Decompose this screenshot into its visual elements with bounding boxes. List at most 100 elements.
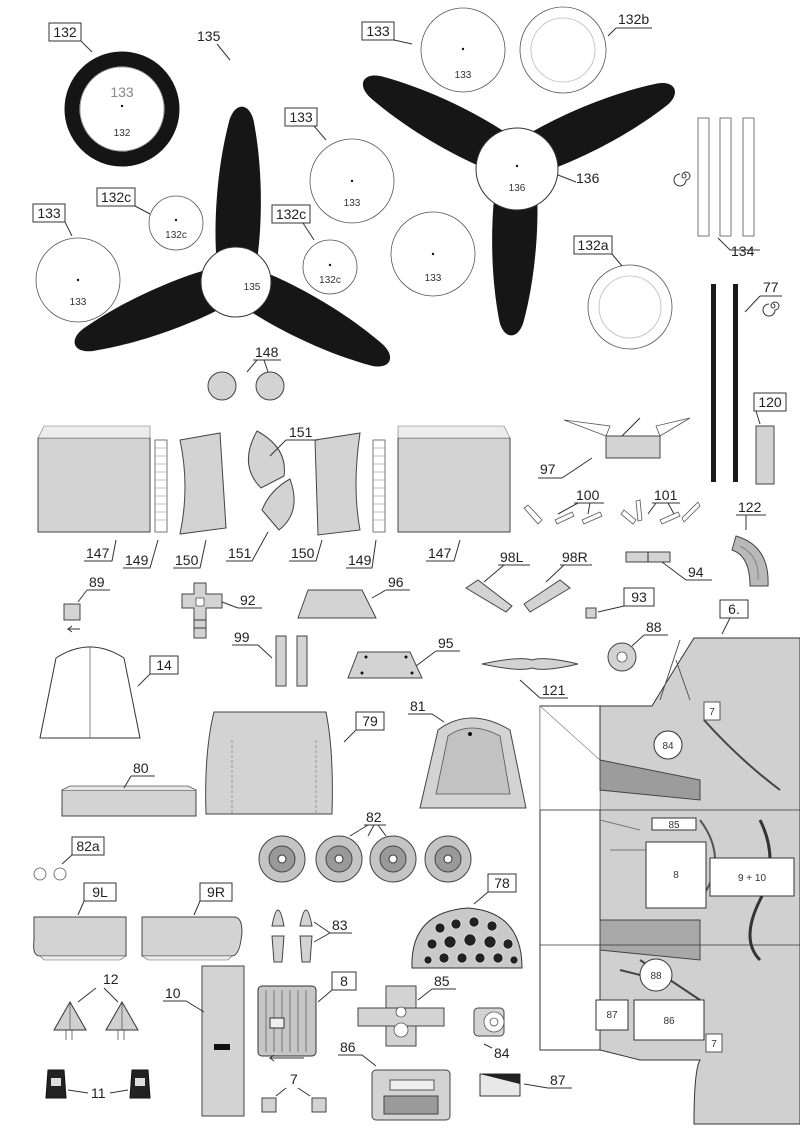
part-number-label: 121 bbox=[542, 682, 566, 698]
part-number-label: 8 bbox=[673, 870, 679, 881]
part-number-label: 132c bbox=[165, 230, 187, 241]
part-number-label: 99 bbox=[234, 629, 250, 645]
part-122: 122 bbox=[731, 499, 769, 587]
part-7: 7 bbox=[261, 1071, 327, 1113]
part-number-label: 92 bbox=[240, 592, 256, 608]
part-number-label: 133 bbox=[37, 205, 61, 221]
part-6-fuselage-interior: 6. 7 84 85 8 9 + 10 88 87 86 7 bbox=[539, 599, 800, 1125]
part-number-label: 83 bbox=[332, 917, 348, 933]
part-number-label: 133 bbox=[455, 70, 472, 81]
disc-132c-left: 132c bbox=[148, 195, 204, 251]
part-92: 92 bbox=[181, 582, 262, 639]
part-151-top bbox=[247, 430, 285, 489]
callout-132c-left: 132c bbox=[96, 187, 151, 215]
part-number-label: 133 bbox=[425, 273, 442, 284]
part-number-label: 134 bbox=[731, 243, 755, 259]
part-number-label: 135 bbox=[197, 28, 221, 44]
part-94: 94 bbox=[625, 551, 712, 581]
disc-132a bbox=[587, 264, 673, 350]
part-number-label: 151 bbox=[289, 424, 313, 440]
part-number-label: 122 bbox=[738, 499, 762, 515]
part-number-label: 150 bbox=[291, 545, 315, 561]
part-11: 11 bbox=[45, 1069, 151, 1101]
part-number-label: 82a bbox=[76, 838, 100, 854]
part-number-label: 120 bbox=[758, 394, 782, 410]
strips-134 bbox=[673, 117, 755, 237]
part-149-right bbox=[372, 439, 386, 533]
part-number-label: 94 bbox=[688, 564, 704, 580]
part-14: 14 bbox=[39, 646, 179, 739]
part-98R: 98R bbox=[523, 549, 592, 613]
part-100: 100 bbox=[523, 487, 604, 525]
part-96: 96 bbox=[297, 574, 410, 619]
part-8: 8 bbox=[257, 971, 357, 1062]
part-87: 87 bbox=[479, 1072, 572, 1097]
part-98L: 98L bbox=[465, 549, 530, 613]
part-151-bottom bbox=[261, 478, 295, 531]
hub-label: 136 bbox=[509, 183, 526, 194]
part-number-label: 133 bbox=[289, 109, 313, 125]
strips-77 bbox=[711, 284, 780, 482]
part-number-label: 87 bbox=[550, 1072, 566, 1088]
part-number-label: 11 bbox=[91, 1085, 106, 1101]
part-number-label: 100 bbox=[576, 487, 600, 503]
part-number-label: 147 bbox=[86, 545, 110, 561]
part-150-right bbox=[314, 432, 361, 536]
disc-label: 132 bbox=[114, 128, 131, 139]
part-number-label: 132b bbox=[618, 11, 649, 27]
part-number-label: 84 bbox=[494, 1045, 510, 1061]
callout-132b: 132b bbox=[607, 11, 652, 37]
part-number-label: 81 bbox=[410, 698, 426, 714]
part-89: 89 bbox=[63, 574, 110, 633]
part-number-label: 79 bbox=[362, 713, 378, 729]
part-148: 148 bbox=[207, 344, 285, 401]
part-number-label: 10 bbox=[165, 985, 181, 1001]
part-number-label: 133 bbox=[70, 297, 87, 308]
part-9L: 9L bbox=[33, 882, 127, 961]
part-number-label: 101 bbox=[654, 487, 678, 503]
part-number-label: 14 bbox=[156, 657, 172, 673]
part-number-label: 88 bbox=[646, 619, 662, 635]
part-number-label: 132a bbox=[577, 237, 608, 253]
part-number-label: 85 bbox=[434, 973, 450, 989]
part-101: 101 bbox=[620, 487, 701, 525]
callout-133-top: 133 bbox=[361, 21, 413, 45]
part-number-label: 9L bbox=[92, 884, 108, 900]
part-number-label: 133 bbox=[366, 23, 390, 39]
callout-132c-right: 132c bbox=[271, 204, 315, 241]
part-number-label: 12 bbox=[103, 971, 119, 987]
wheels-82: 82 bbox=[258, 809, 472, 883]
part-number-label: 149 bbox=[125, 552, 149, 568]
part-number-label: 132c bbox=[319, 275, 341, 286]
disc-133-left: 133 bbox=[35, 237, 121, 323]
part-84: 84 bbox=[473, 1007, 510, 1061]
part-number-label: 7 bbox=[290, 1071, 298, 1087]
part-number-label: 78 bbox=[494, 875, 510, 891]
part-number-label: 132c bbox=[101, 189, 131, 205]
part-85: 85 bbox=[357, 973, 456, 1047]
callout-136: 136 bbox=[557, 170, 600, 186]
propeller-135: 135 bbox=[66, 105, 400, 382]
hub-label: 135 bbox=[244, 282, 261, 293]
part-88: 88 bbox=[607, 619, 668, 672]
part-10: 10 bbox=[163, 965, 245, 1117]
part-79: 79 bbox=[205, 711, 385, 815]
callouts-bottom-row: 147 149 150 151 150 149 147 bbox=[84, 531, 461, 569]
part-150-left bbox=[179, 432, 227, 535]
part-number-label: 151 bbox=[228, 545, 252, 561]
part-number-label: 6. bbox=[728, 601, 740, 617]
part-number-label: 148 bbox=[255, 344, 279, 360]
part-12: 12 bbox=[53, 971, 139, 1040]
part-number-label: 98R bbox=[562, 549, 588, 565]
part-number-label: 132 bbox=[53, 24, 77, 40]
disc-133-top: 133 bbox=[420, 7, 506, 93]
disc-133-mid: 133 bbox=[309, 138, 395, 224]
part-number-label: 132c bbox=[276, 206, 306, 222]
part-number-label: 136 bbox=[576, 170, 600, 186]
part-99: 99 bbox=[232, 629, 308, 687]
part-number-label: 82 bbox=[366, 809, 382, 825]
part-number-label: 9R bbox=[207, 884, 225, 900]
part-81: 81 bbox=[408, 698, 527, 809]
callout-133-mid: 133 bbox=[284, 107, 327, 141]
